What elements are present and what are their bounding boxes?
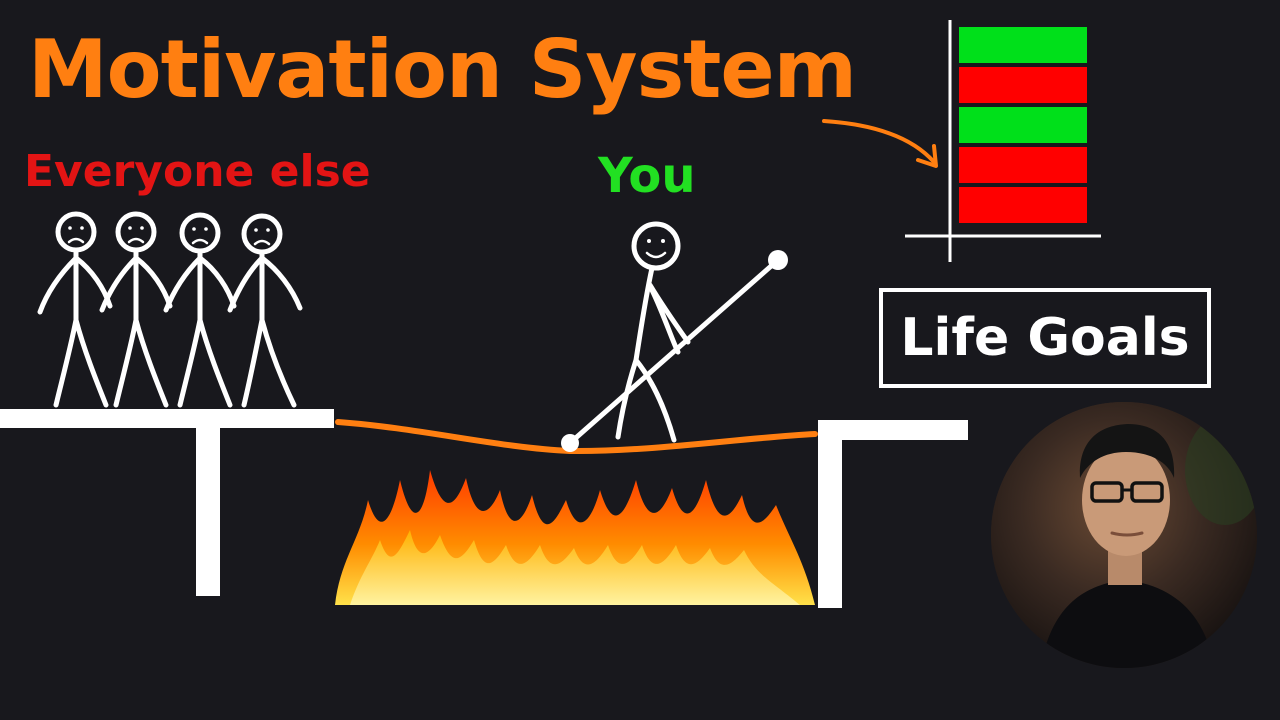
curved-arrow-icon [822,119,938,168]
fire-icon [335,470,815,605]
progress-bar-fail [957,65,1089,105]
life-goals-box: Life Goals [879,288,1211,388]
progress-bar-success [957,25,1089,65]
life-goals-label: Life Goals [900,308,1190,368]
left-platform [0,409,334,596]
progress-bars [957,25,1089,225]
progress-bar-success [957,105,1089,145]
video-title: Motivation System [28,23,857,116]
right-platform [818,420,968,608]
balance-pole [567,257,781,446]
progress-bar-fail [957,145,1089,185]
sad-figure-4 [227,213,303,408]
presenter-avatar [991,402,1257,668]
sad-figure-2 [99,211,173,408]
progress-chart [905,20,1101,262]
happy-stick-figure [561,221,788,452]
smile-face-icon [647,239,651,243]
sad-figure-3 [163,212,237,408]
sad-stick-figures [37,211,303,408]
you-label: You [598,148,696,204]
sad-figure-1 [37,211,113,408]
everyone-else-label: Everyone else [24,146,371,197]
frown-face-icon [68,226,72,230]
progress-bar-fail [957,185,1089,225]
